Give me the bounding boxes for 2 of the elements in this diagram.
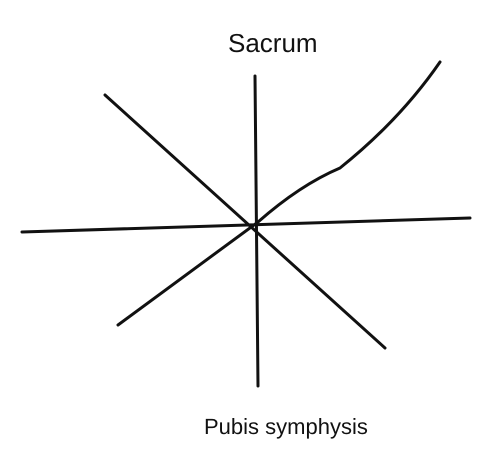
axis-label: Pubis symphysis bbox=[204, 413, 368, 441]
axis-label: Sacrum bbox=[228, 27, 318, 60]
